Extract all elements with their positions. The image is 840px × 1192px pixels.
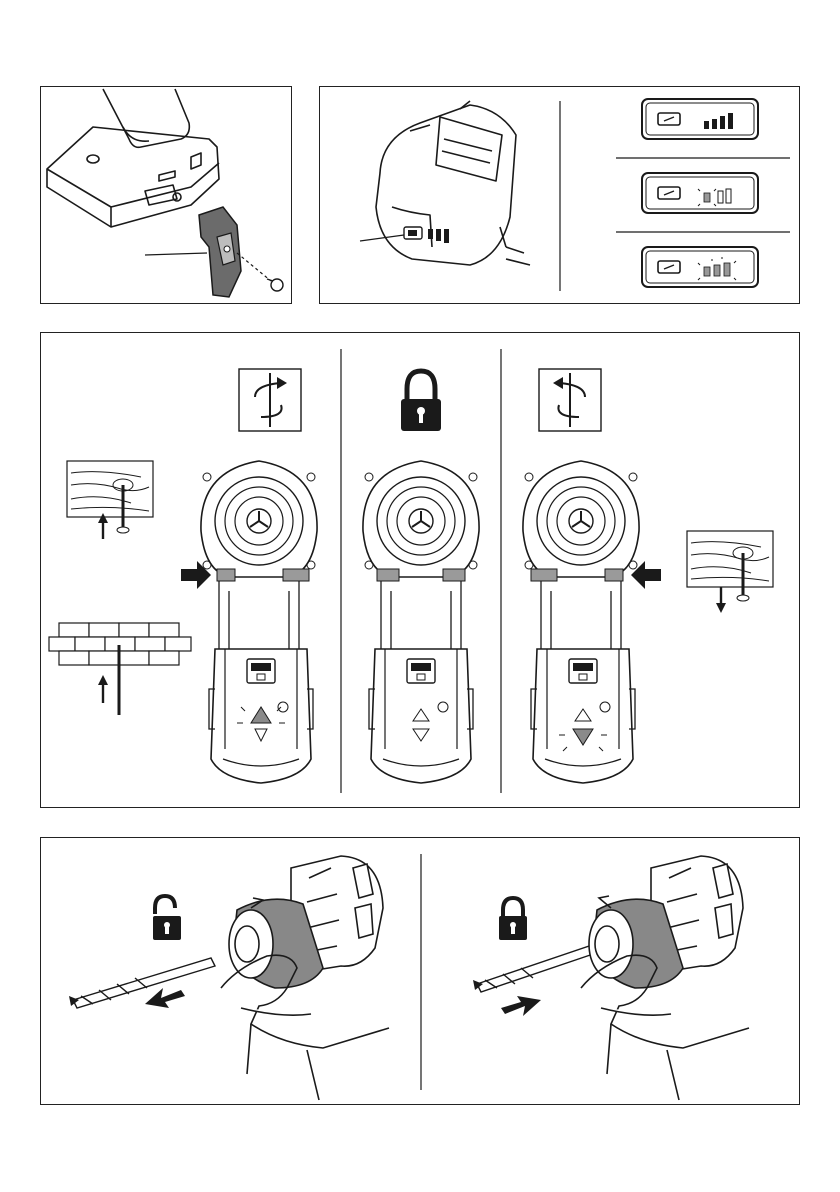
drill-bit-icon-inserted: [473, 942, 605, 992]
unscrew-from-wood-icon: [687, 531, 773, 613]
figure-bit-insertion: [40, 837, 800, 1105]
padlock-unlocked-icon: [153, 896, 181, 940]
rotate-clockwise-icon: [239, 369, 301, 431]
push-direction-arrow-left: [631, 561, 661, 589]
direction-indicator-lock: [369, 649, 473, 783]
battery-check-button: [404, 227, 449, 243]
remove-arrow-icon: [145, 988, 185, 1008]
battery-pack-illustration: [320, 87, 799, 303]
battery-level-full: [642, 99, 758, 139]
figure-battery-indicator: [319, 86, 800, 304]
belt-clip-icon: [199, 207, 241, 297]
padlock-locked-icon-small: [499, 898, 527, 940]
insert-arrow-icon: [501, 996, 541, 1016]
bit-insertion-illustration: [41, 838, 799, 1104]
screw-into-wood-icon: [67, 461, 153, 539]
figure-rotation-direction: [40, 332, 800, 808]
rotation-direction-illustration: [41, 333, 799, 807]
direction-indicator-forward: [209, 649, 313, 783]
belt-clip-illustration: [41, 87, 291, 303]
battery-level-empty: [642, 247, 758, 287]
keyless-chuck-release: [221, 856, 389, 1100]
direction-indicator-reverse: [531, 649, 635, 783]
drill-chuck-top-view-forward: [201, 461, 317, 651]
padlock-locked-icon: [401, 371, 441, 431]
push-direction-arrow-right: [181, 561, 211, 589]
keyless-chuck-clamp: [581, 856, 749, 1100]
drill-bit-icon: [69, 958, 215, 1008]
figure-belt-clip: [40, 86, 292, 304]
rotate-counterclockwise-icon: [539, 369, 601, 431]
drill-chuck-top-view-lock: [363, 461, 479, 651]
screw-icon: [267, 279, 283, 291]
drill-into-brick-icon: [49, 623, 191, 715]
battery-level-low: [642, 173, 758, 213]
drill-chuck-top-view-reverse: [523, 461, 639, 651]
